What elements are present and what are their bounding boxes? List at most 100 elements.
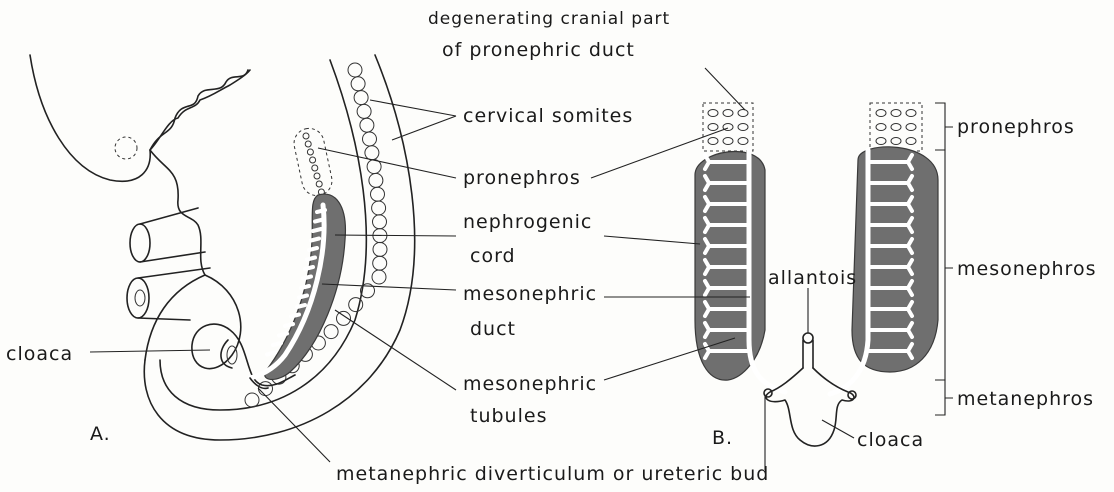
- somite: [373, 242, 387, 256]
- pronephric-tubule: [303, 133, 309, 139]
- label-tubules-2: tubules: [470, 405, 547, 427]
- label-letter-a: A.: [90, 423, 111, 445]
- mesonephric-tubule: [309, 248, 317, 250]
- label-degenerating-2: of pronephric duct: [442, 39, 635, 61]
- pronephric-tubule: [708, 138, 718, 145]
- mesonephric-tubule: [299, 296, 307, 298]
- label-nephrogenic-1: nephrogenic: [463, 211, 592, 233]
- pronephric-tubule: [876, 138, 886, 145]
- somite: [245, 393, 259, 407]
- somite: [372, 270, 386, 284]
- allantois-stalk: [803, 340, 813, 368]
- label-mesoduct-1: mesonephric: [463, 283, 597, 305]
- mesonephric-tubule: [313, 229, 321, 231]
- pronephric-tubule: [307, 149, 313, 155]
- somite: [357, 104, 371, 118]
- leader-cervical-somites-1: [370, 100, 456, 116]
- pronephric-tubule: [906, 138, 916, 145]
- mesonephros-right: [852, 147, 938, 372]
- somite: [363, 132, 377, 146]
- stump-lower-end: [127, 278, 149, 318]
- pronephric-tubule: [305, 141, 311, 147]
- leader-nephrogenic-a: [335, 235, 456, 236]
- pronephric-tubule: [708, 110, 718, 117]
- bracket-metanephros: [935, 380, 953, 415]
- pronephric-tubule: [891, 110, 901, 117]
- label-mesoduct-2: duct: [470, 318, 516, 340]
- leader-cervical-somites-2: [392, 116, 456, 140]
- leader-pronephros-a: [318, 148, 456, 178]
- somite: [371, 187, 385, 201]
- pronephric-tubule: [738, 110, 748, 117]
- pronephric-tubule: [316, 181, 322, 187]
- pronephric-tubule: [876, 124, 886, 131]
- label-metanephros: metanephros: [957, 388, 1094, 410]
- mesonephric-tubule: [317, 210, 325, 212]
- pronephros-a-tubules: [303, 133, 324, 195]
- pronephric-tubule: [906, 110, 916, 117]
- mesonephric-tubule: [297, 305, 305, 307]
- stump-upper-end: [130, 224, 150, 262]
- mesonephric-tubule: [273, 343, 281, 345]
- pronephros-b-left-tubules: [708, 110, 748, 145]
- somite: [373, 215, 387, 229]
- pronephros-a-outline: [291, 126, 334, 199]
- somite: [369, 173, 383, 187]
- mesonephric-tubule: [307, 258, 315, 260]
- mesonephric-tubule: [267, 353, 275, 355]
- mesonephric-tubule: [315, 220, 323, 222]
- label-pronephros-a: pronephros: [463, 167, 581, 189]
- mesonephric-tubule: [279, 334, 287, 336]
- label-cloaca-a: cloaca: [6, 343, 73, 365]
- label-pronephros-b: pronephros: [957, 116, 1075, 138]
- embryo-head-outline: [30, 55, 250, 181]
- somite: [354, 91, 368, 105]
- panel-a-embryo: [30, 55, 415, 440]
- label-mesonephros: mesonephros: [957, 258, 1096, 280]
- pronephric-tubule: [891, 138, 901, 145]
- leader-metanephric-a: [258, 388, 330, 462]
- pronephric-tubule: [738, 138, 748, 145]
- stump-lower-lumen: [135, 290, 145, 306]
- pronephric-tubule: [906, 124, 916, 131]
- mesonephric-tubule: [285, 324, 293, 326]
- mesonephric-tubule: [303, 277, 311, 279]
- pronephric-tubule: [314, 173, 320, 179]
- leader-nephrogenic-b: [604, 236, 700, 244]
- leader-mesoduct-a: [322, 284, 456, 290]
- somite: [351, 77, 365, 91]
- label-degenerating-1: degenerating cranial part: [428, 9, 670, 29]
- label-nephrogenic-2: cord: [470, 245, 516, 267]
- pronephric-tubule: [723, 110, 733, 117]
- somite: [348, 63, 362, 77]
- label-metanephric: metanephric diverticulum or ureteric bud: [336, 463, 769, 485]
- pronephric-tubule: [891, 124, 901, 131]
- mesonephric-tubule: [305, 267, 313, 269]
- pronephric-tubule: [312, 165, 318, 171]
- pronephric-tubule: [310, 157, 316, 163]
- pronephros-b-right-tubules: [876, 110, 916, 145]
- somite: [365, 146, 379, 160]
- pronephric-tubule: [876, 110, 886, 117]
- somite: [360, 118, 374, 132]
- pronephric-tubule: [738, 124, 748, 131]
- somite: [373, 256, 387, 270]
- mesonephric-tubule: [301, 286, 309, 288]
- otic-vesicle-icon: [115, 137, 137, 159]
- tail-curve: [145, 275, 205, 360]
- label-cloaca-b: cloaca: [857, 429, 924, 451]
- label-cervical-somites: cervical somites: [463, 105, 633, 127]
- mesonephric-tubule: [311, 239, 319, 241]
- somite: [349, 298, 363, 312]
- label-tubules-1: mesonephric: [463, 373, 597, 395]
- somite: [372, 201, 386, 215]
- leader-cloaca-b: [822, 420, 854, 438]
- bracket-pronephros: [935, 103, 953, 150]
- label-letter-b: B.: [712, 427, 733, 449]
- pronephric-tubule: [723, 138, 733, 145]
- somite: [324, 325, 338, 339]
- pronephric-tubule: [708, 124, 718, 131]
- allantois-tip: [803, 333, 813, 343]
